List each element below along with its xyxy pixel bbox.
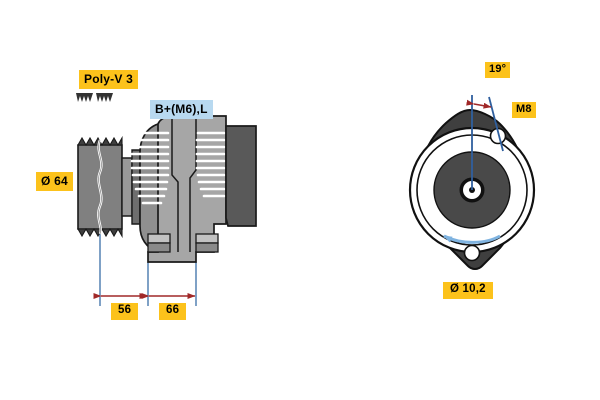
- rotation-direction-arrow-icon: [443, 234, 501, 244]
- side-view-group: [77, 115, 257, 306]
- callout-angle: 19°: [485, 62, 511, 78]
- callout-poly-v: Poly-V 3: [79, 70, 138, 89]
- pulley-break-line-outline: [97, 139, 102, 235]
- mounting-feet: [147, 233, 219, 253]
- poly-v-belt-profile-icon: [76, 93, 113, 102]
- bottom-mount-hole: [463, 244, 481, 262]
- mounting-foot-left-lower: [147, 242, 171, 253]
- collar-block: [121, 157, 133, 217]
- cooling-vents-rear: [195, 131, 226, 198]
- mounting-foot-right: [195, 233, 219, 244]
- mounting-foot-right-lower: [195, 242, 219, 253]
- callout-terminal: B+(M6),L: [150, 100, 213, 119]
- seam-left: [171, 118, 179, 252]
- angle-dimension-line: [466, 99, 492, 109]
- rear-end-cover: [225, 125, 257, 227]
- front-view-group: [408, 95, 536, 270]
- cooling-vents-front: [130, 131, 170, 205]
- housing-seam-lines: [171, 118, 197, 252]
- pulley-assembly: [77, 135, 123, 239]
- callout-hole-diameter: Ø 10,2: [443, 282, 493, 299]
- seam-right: [189, 118, 197, 252]
- mounting-foot-left: [147, 233, 171, 244]
- callout-pulley-diameter: Ø 64: [36, 172, 73, 191]
- callout-thread-m8: M8: [512, 102, 536, 118]
- callout-dimension-66: 66: [159, 303, 187, 320]
- callout-dimension-56: 56: [111, 303, 139, 320]
